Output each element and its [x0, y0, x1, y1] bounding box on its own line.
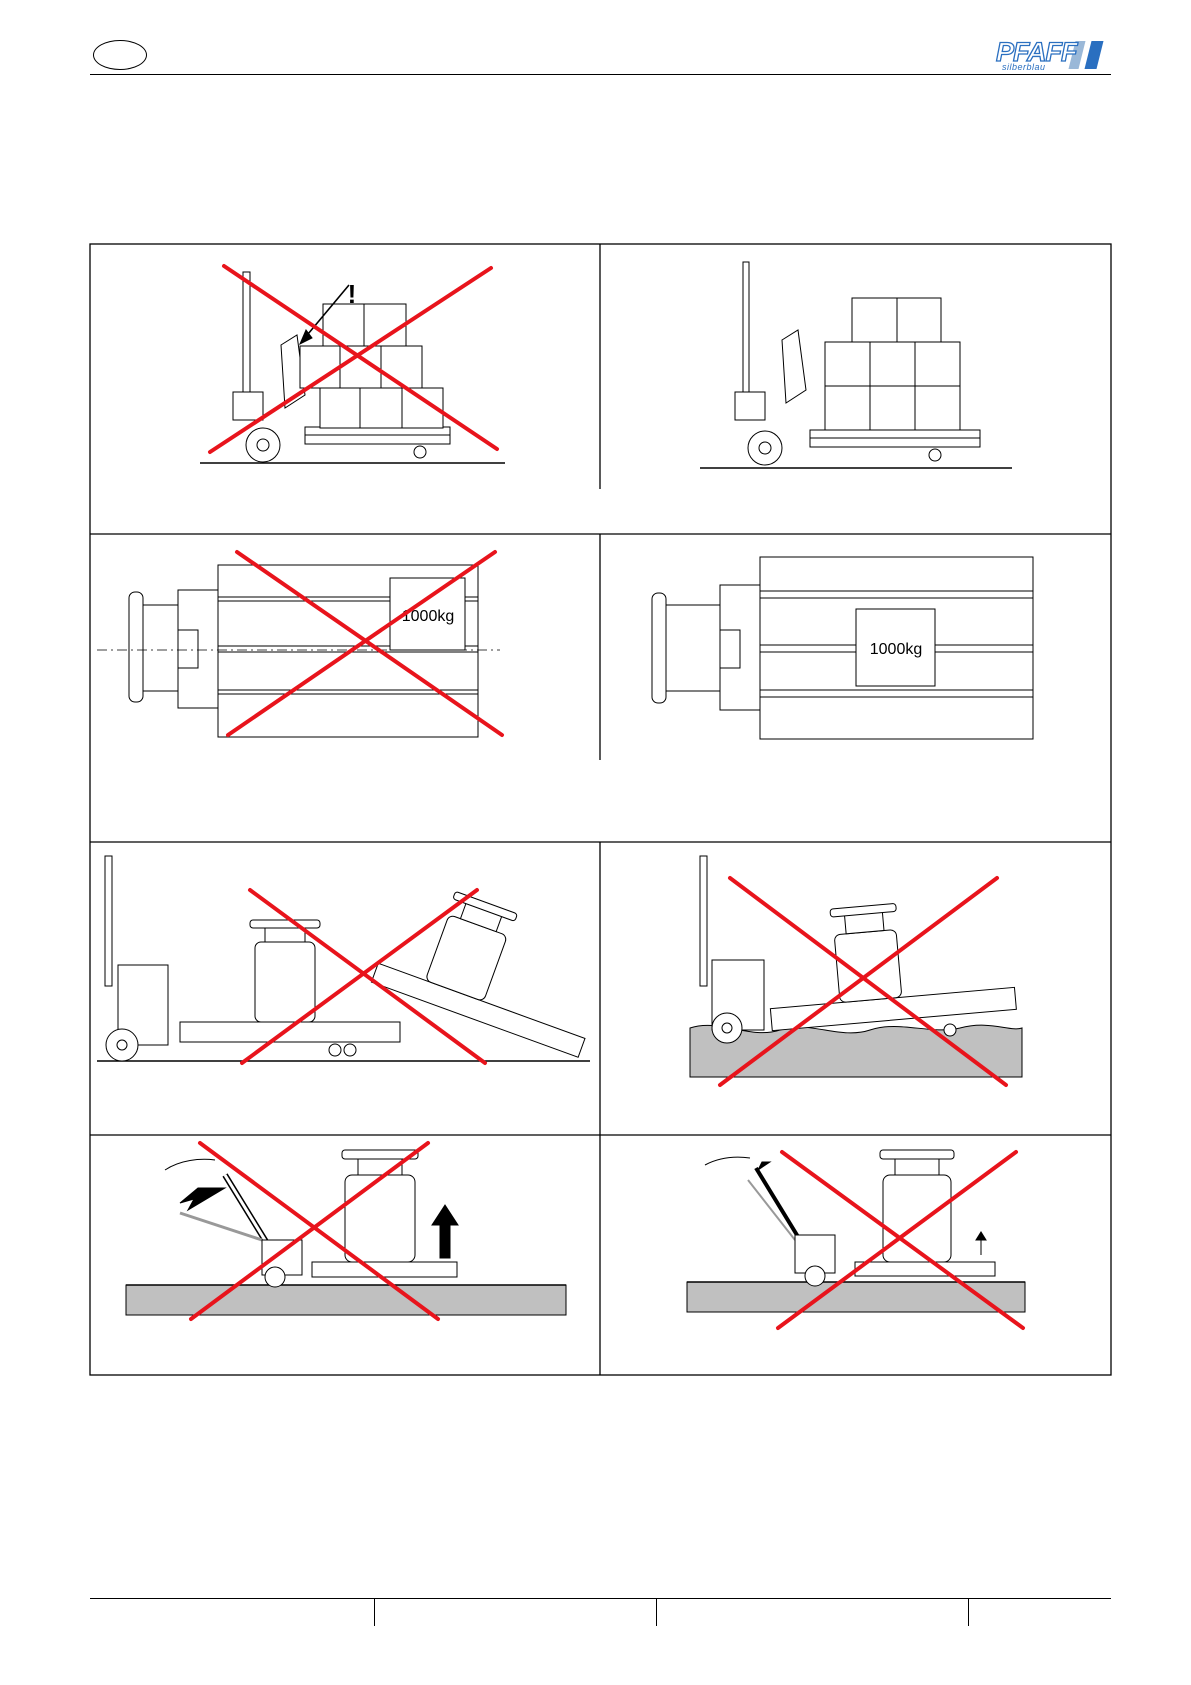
footer-divider-2: [656, 1598, 657, 1626]
panel-6-uneven-ground: [690, 856, 1022, 1077]
panel-8-short-stroke: [687, 1150, 1025, 1312]
panel-2-even-load: [700, 262, 1012, 468]
warning-mark: !: [348, 279, 357, 309]
panel-7-fast-lift: [126, 1150, 566, 1315]
weight-label-centred: 1000kg: [870, 641, 923, 658]
panel-5-tilted-pallet: [97, 856, 617, 1061]
footer-rule: [90, 1598, 1111, 1599]
panel-4-centred: [652, 557, 1033, 739]
footer-divider-3: [968, 1598, 969, 1626]
footer-divider-1: [374, 1598, 375, 1626]
